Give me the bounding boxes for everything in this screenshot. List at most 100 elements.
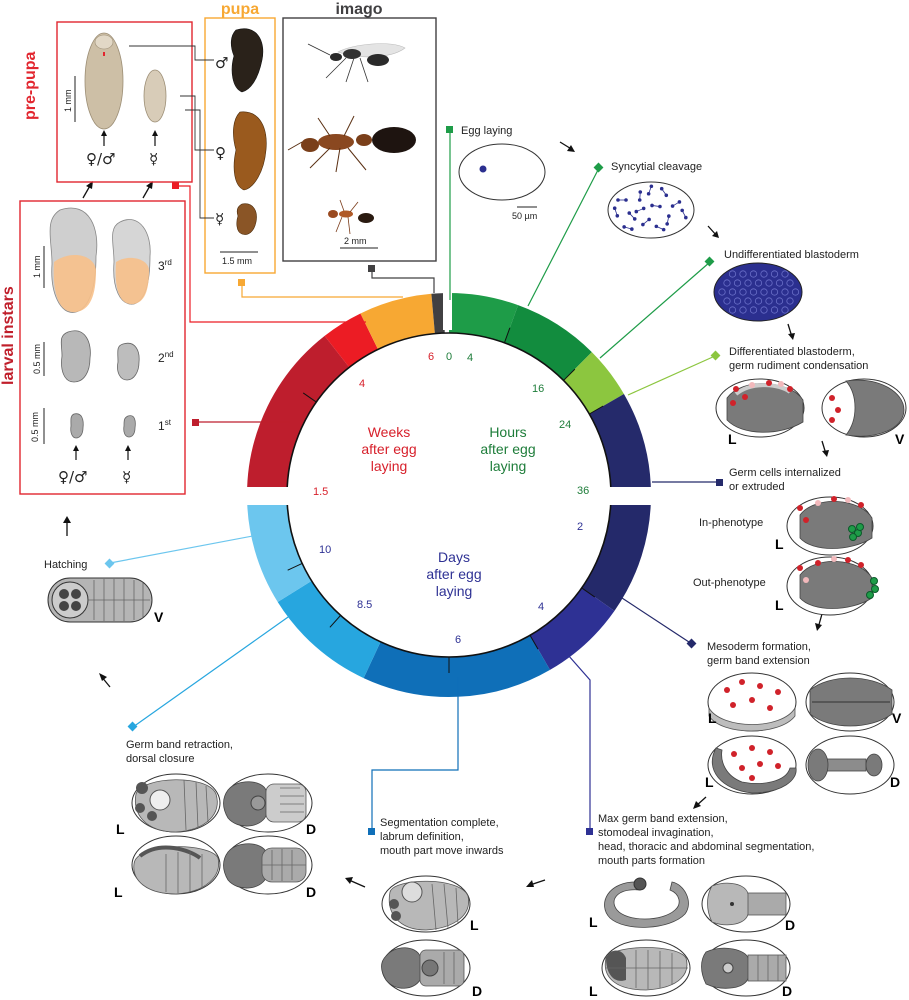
days-tick-2: 2 [577, 521, 583, 533]
label-undiff: Undifferentiated blastoderm [724, 249, 859, 261]
prepupa-symbol-worker: ☿ [149, 150, 158, 168]
larval-scale-05mm-a: 0.5 mm [32, 344, 42, 374]
blastoderm-nucleus [739, 288, 747, 296]
pupa-symbol-male: ♂ [215, 54, 228, 72]
prepupa-worker [143, 69, 167, 123]
weeks-tick-1-5: 1.5 [313, 486, 328, 498]
larval-title: larval instars [0, 286, 17, 385]
blastoderm-nucleus [781, 306, 789, 314]
days-tick-4: 4 [538, 601, 544, 613]
larval-arrow-1 [73, 445, 79, 460]
view-V-meso: V [892, 710, 902, 726]
blastoderm-nucleus [760, 270, 768, 278]
label-max-germ-4: mouth parts formation [598, 855, 705, 867]
tick-w4 [302, 392, 317, 403]
label-mesoderm-1: Mesoderm formation, [707, 641, 811, 653]
arrow-diff-to-germ [821, 440, 829, 457]
imago-title: imago [335, 1, 382, 18]
larva-2nd-queen [60, 330, 91, 383]
hours-title: Hours after egg laying [480, 424, 535, 474]
blastoderm-nucleus [754, 297, 763, 305]
blastoderm-nucleus [739, 306, 747, 314]
blastoderm-nucleus [781, 288, 789, 296]
undiff-blastoderm-illustration [713, 262, 803, 322]
pupa-panel: pupa 1.5 mm ♂ ♀ ☿ [129, 1, 276, 274]
blastoderm-nucleus [791, 288, 800, 296]
view-D-ret-2: D [306, 884, 316, 900]
label-in-phenotype: In-phenotype [699, 517, 763, 529]
segmentation-dorsal [381, 939, 471, 997]
days-segment-8-5-10 [277, 580, 381, 679]
arrow-syncytial-to-undiff [707, 225, 719, 238]
larva-1st-queen [70, 413, 84, 439]
larval-arrow-2 [125, 445, 131, 460]
arrow-mesoderm-to-max [693, 796, 707, 809]
svg-text:Hours: Hours [489, 424, 526, 440]
blastoderm-nucleus [733, 279, 742, 287]
retraction-lateral-1 [131, 773, 221, 833]
nucleus-pair [646, 184, 654, 196]
blastoderm-nucleus [765, 297, 773, 305]
larval-panel: larval instars 1 mm 3rd 0.5 mm 2nd 0.5 m… [0, 200, 186, 495]
larval-symbol-queen-male: ♀/♂ [58, 468, 88, 486]
blastoderm-nucleus [775, 279, 784, 287]
stage-arrows [63, 141, 829, 888]
larval-scale-05mm-b: 0.5 mm [30, 412, 40, 442]
blastoderm-nucleus [749, 306, 758, 314]
tick-d2 [581, 587, 596, 598]
arrow-germ-to-mesoderm [815, 613, 823, 631]
syncytial-illustration [607, 181, 695, 239]
nucleus-pair [622, 225, 634, 231]
nucleus-pair [616, 198, 628, 202]
nucleus-pair [634, 206, 646, 214]
max-germ-dorsal-1 [701, 875, 791, 933]
days-tick-10: 10 [319, 544, 331, 556]
view-L-in: L [775, 536, 784, 552]
hours-segment-4-16 [503, 305, 592, 381]
label-retraction-1: Germ band retraction, [126, 739, 233, 751]
retraction-lateral-2 [131, 835, 221, 895]
blastoderm-nucleus [749, 288, 758, 296]
view-L-seg: L [470, 917, 479, 933]
arrow-retraction-to-hatching [99, 673, 111, 688]
prepupa-panel: pre-pupa 1 mm ♀/♂ ☿ [22, 21, 193, 183]
view-D-max-1: D [785, 917, 795, 933]
blastoderm-nucleus [760, 288, 768, 296]
prepupa-title: pre-pupa [22, 51, 39, 120]
svg-text:after egg: after egg [426, 566, 481, 582]
max-germ-lateral-1 [604, 877, 689, 928]
view-L-meso-2: L [705, 774, 714, 790]
view-L-out: L [775, 597, 784, 613]
nucleus-pair [650, 203, 662, 209]
arrow-egg-to-syncytial [559, 141, 575, 152]
prepupa-arrow-2 [152, 130, 158, 146]
label-segmentation-2: labrum definition, [380, 831, 464, 843]
blastoderm-nucleus [723, 297, 731, 305]
mesoderm-dorsal [805, 735, 895, 795]
hours-segment-0-4 [448, 293, 519, 343]
label-segmentation-3: mouth part move inwards [380, 845, 504, 857]
max-germ-lateral-2 [601, 939, 691, 997]
arrow-max-to-seg [526, 879, 546, 887]
label-syncytial: Syncytial cleavage [611, 161, 702, 173]
ring-gap [240, 280, 660, 505]
view-L-max-2: L [589, 983, 598, 999]
pupa-symbol-queen: ♀ [215, 144, 226, 162]
larval-symbol-worker: ☿ [122, 468, 131, 486]
in-phenotype-illustration [786, 496, 874, 556]
view-D-ret-1: D [306, 821, 316, 837]
arrow-larva-to-prepupa-2 [142, 181, 153, 199]
svg-text:laying: laying [490, 458, 527, 474]
mesoderm-ventral [805, 672, 895, 732]
days-segment-2-4 [529, 587, 615, 670]
blastoderm-nucleus [781, 270, 789, 278]
blastoderm-nucleus [770, 288, 779, 296]
hours-segment-24-36 [589, 394, 651, 496]
view-V-diff: V [895, 431, 905, 447]
prepupa-scale: 1 mm [63, 90, 73, 113]
label-max-germ-3: head, thoracic and abdominal segmentatio… [598, 841, 814, 853]
imago-scale: 2 mm [344, 236, 367, 246]
pupa-symbol-worker: ☿ [215, 210, 224, 228]
pupa-worker [236, 203, 257, 235]
label-diff-2: germ rudiment condensation [729, 360, 868, 372]
